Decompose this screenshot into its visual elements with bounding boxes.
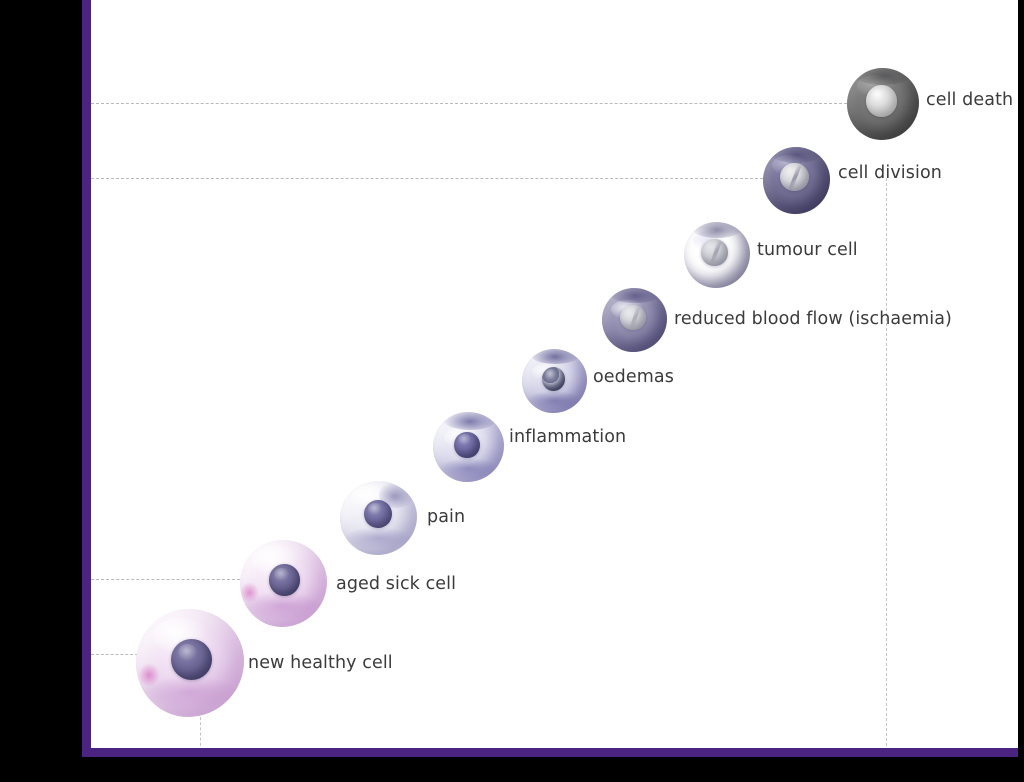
gridline-horizontal-aged-sick xyxy=(91,579,245,580)
cell-pain[interactable] xyxy=(340,481,417,555)
label-tumour-cell: tumour cell xyxy=(757,240,858,260)
nucleus-highlight xyxy=(545,369,557,380)
label-pain: pain xyxy=(427,507,466,527)
nucleus-highlight xyxy=(177,644,197,661)
nucleus-cleft xyxy=(629,306,640,329)
gridline-horizontal-new-healthy xyxy=(91,654,143,655)
cell-aged-sick-cell[interactable] xyxy=(240,540,327,627)
cell-nucleus-dividing xyxy=(780,163,809,192)
label-new-healthy-cell: new healthy cell xyxy=(248,653,393,673)
cell-shadow-band xyxy=(142,675,238,709)
label-inflammation: inflammation xyxy=(509,427,627,447)
cell-shadow-band xyxy=(243,592,322,621)
cell-nucleus xyxy=(701,239,728,266)
nucleus-cleft xyxy=(710,241,722,264)
cell-cell-death[interactable] xyxy=(847,68,919,140)
cell-nucleus xyxy=(620,304,647,331)
cell-shadow-band xyxy=(344,526,411,550)
cell-pink-blush xyxy=(240,581,260,603)
cell-nucleus xyxy=(363,500,392,529)
nucleus-division-cleft xyxy=(789,164,802,190)
cell-inflammation[interactable] xyxy=(433,412,504,482)
cell-nucleus xyxy=(541,366,565,392)
y-axis xyxy=(82,0,91,757)
cell-nucleus xyxy=(454,431,480,459)
x-axis xyxy=(82,748,1018,757)
nucleus-highlight xyxy=(870,89,886,102)
cell-cell-division[interactable] xyxy=(763,147,830,214)
gridline-horizontal-cell-death xyxy=(91,103,857,104)
label-oedemas: oedemas xyxy=(593,367,674,387)
cell-ischaemia[interactable] xyxy=(602,288,667,352)
nucleus-highlight xyxy=(368,503,382,515)
label-aged-sick-cell: aged sick cell xyxy=(336,574,457,594)
label-ischaemia: reduced blood flow (ischaemia) xyxy=(674,309,952,329)
nucleus-highlight xyxy=(458,434,471,446)
cell-tumour-cell[interactable] xyxy=(684,222,750,288)
cell-new-healthy-cell[interactable] xyxy=(136,609,244,717)
gridline-vertical-new-healthy xyxy=(200,712,201,756)
gridline-vertical-cell-division xyxy=(886,178,887,756)
cell-nucleus xyxy=(170,639,212,681)
cell-oedemas[interactable] xyxy=(522,349,587,413)
label-cell-death: cell death xyxy=(926,90,1014,110)
nucleus-highlight xyxy=(274,568,289,581)
cell-pink-blush xyxy=(138,663,160,687)
cell-nucleus xyxy=(268,564,301,596)
gridline-horizontal-cell-division xyxy=(91,178,768,179)
label-cell-division: cell division xyxy=(838,163,942,183)
cell-nucleus xyxy=(865,85,898,117)
